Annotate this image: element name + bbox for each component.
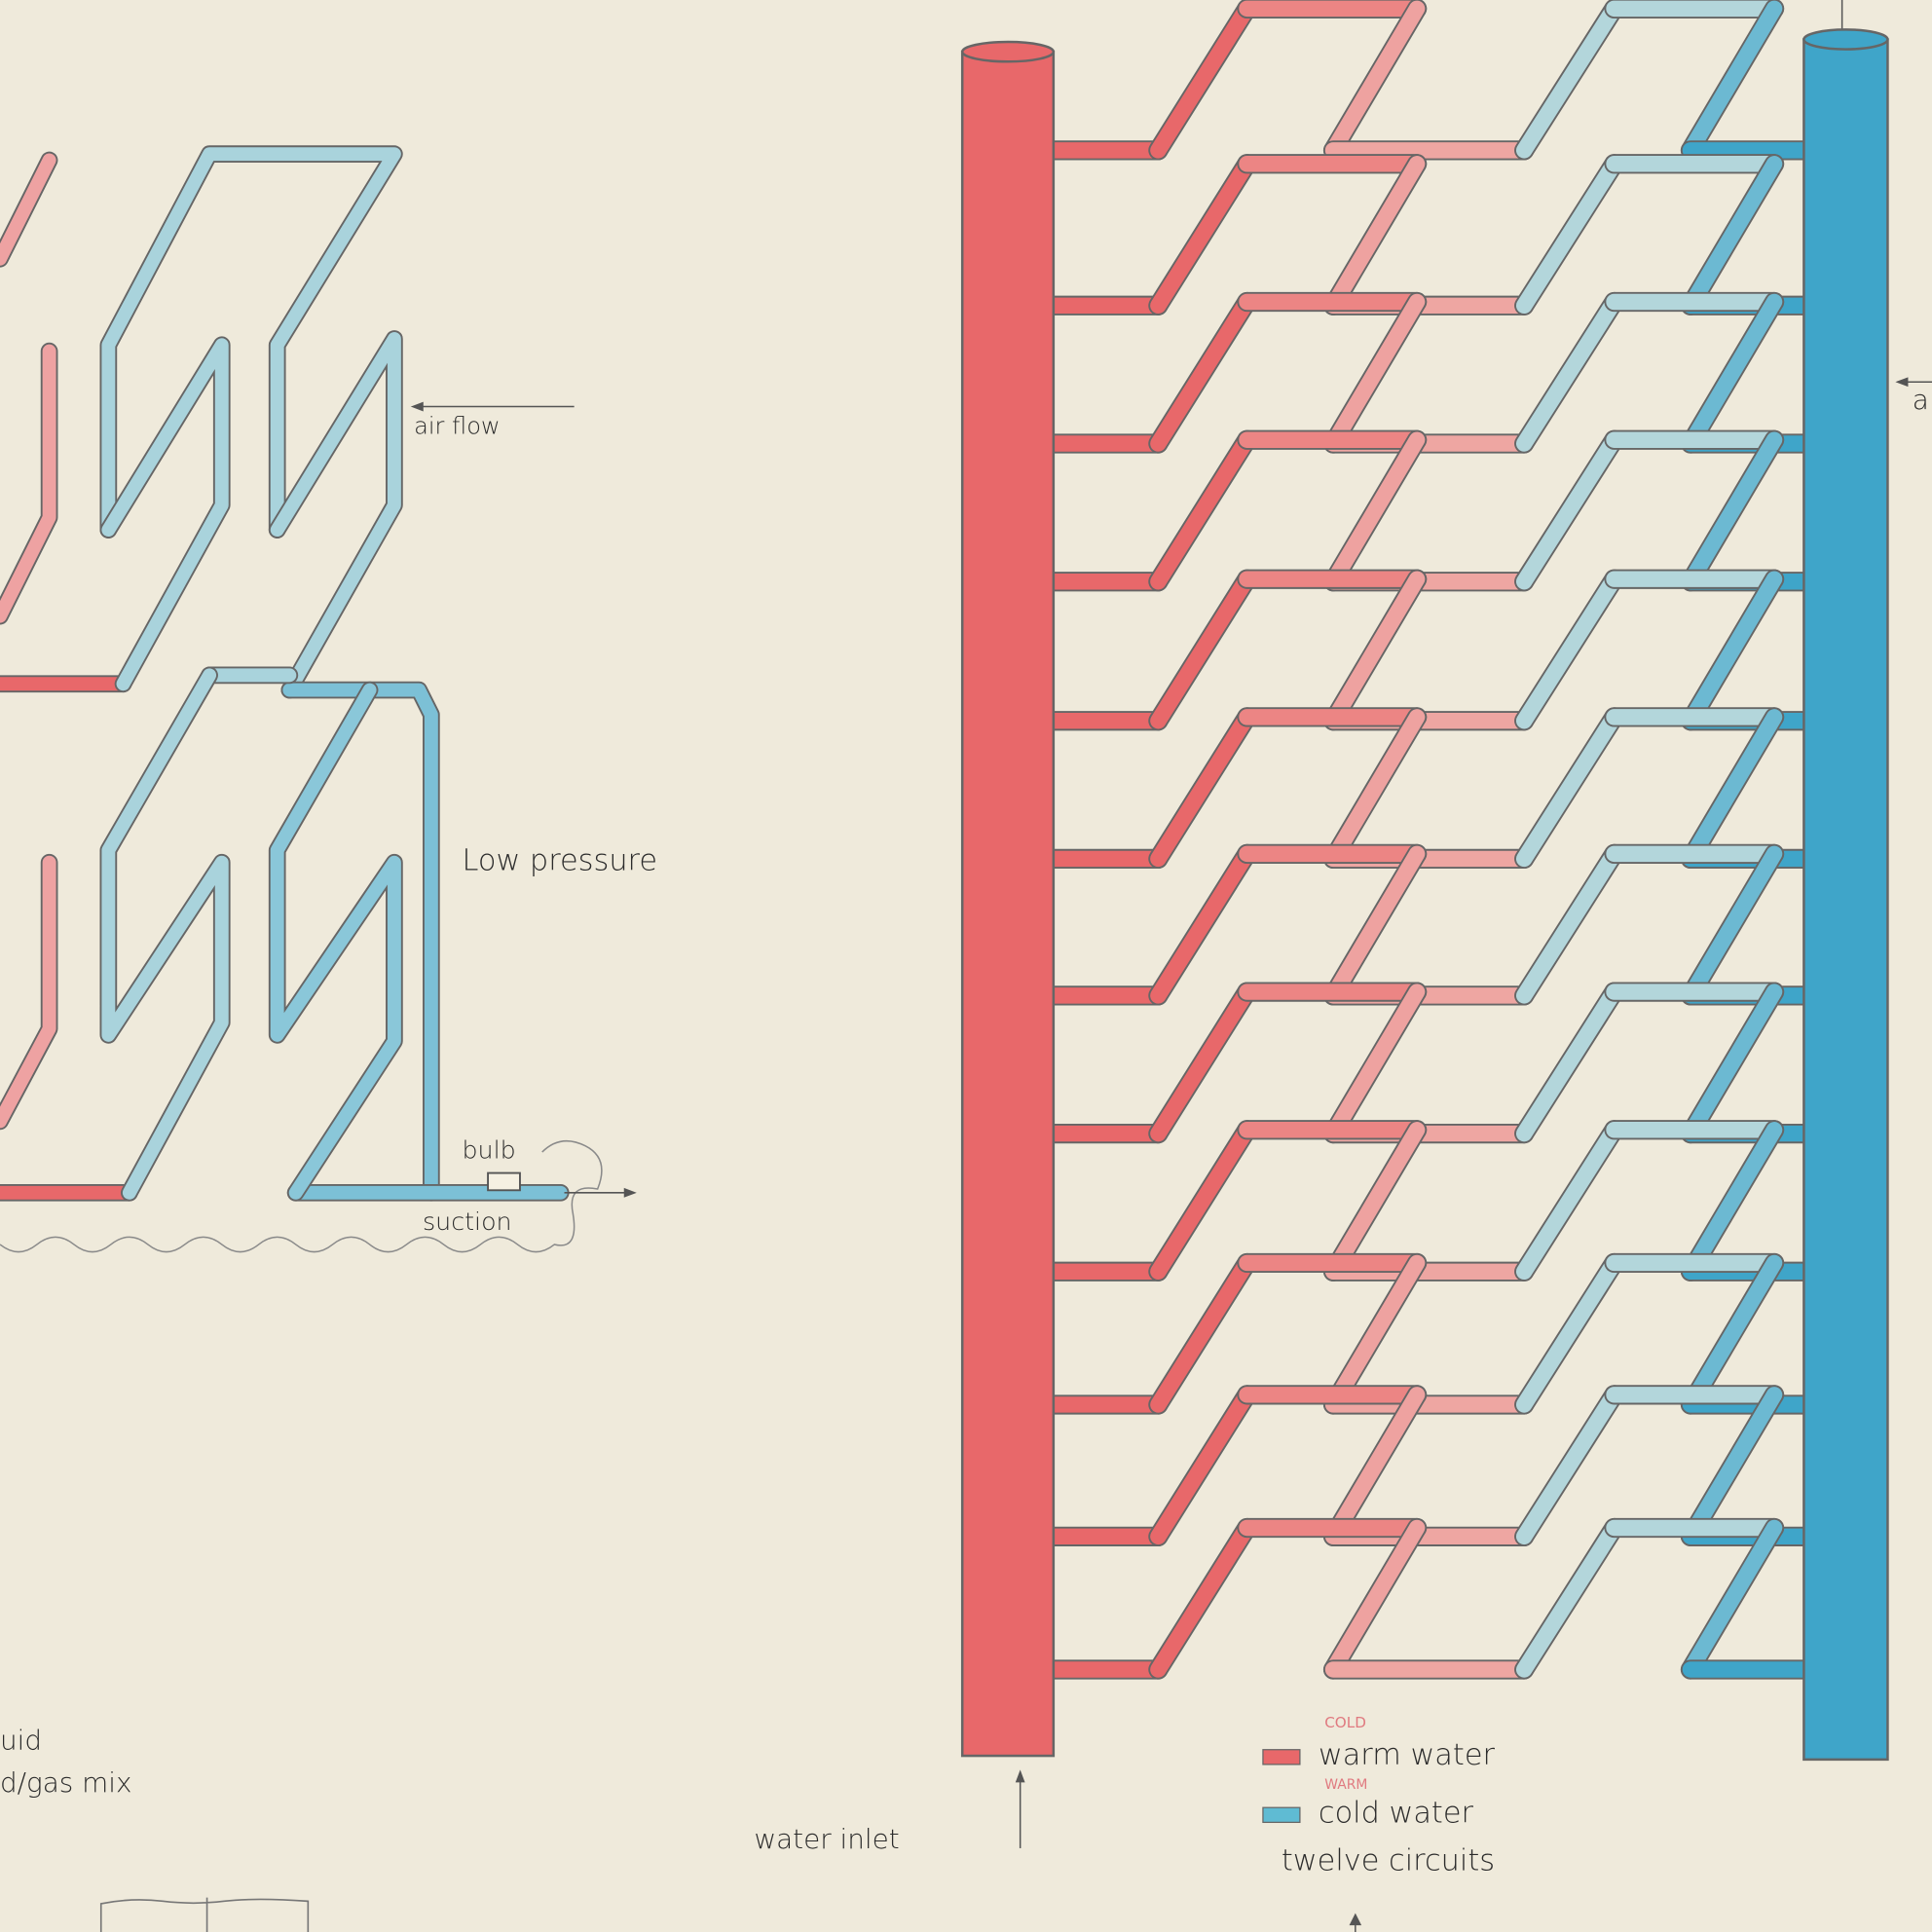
air-flow-arrowhead: [410, 401, 424, 412]
circuit-pipe: [1324, 1122, 1426, 1281]
coil-pipe: [282, 683, 438, 1200]
circuit-pipe: [1150, 1519, 1255, 1678]
circuit-pipe: [1515, 709, 1622, 868]
circuit-pipe: [1324, 709, 1426, 868]
coil-pipe: [101, 147, 401, 538]
legend-swatch-cold: [1262, 1806, 1301, 1824]
circuit-pipe: [1324, 845, 1426, 1004]
air-flow-label: air flow: [414, 412, 500, 439]
coil-pipe: [101, 668, 229, 1200]
circuit-pipe: [1515, 1519, 1622, 1678]
circuit-pipe: [1324, 1254, 1426, 1413]
circuit-pipe: [1324, 293, 1426, 452]
circuit-pipe: [1150, 1387, 1255, 1545]
circuit-pipe: [1515, 0, 1622, 159]
circuit-pipe: [1682, 984, 1783, 1142]
circuit-pipe: [1682, 0, 1783, 159]
circuit-pipe: [1515, 1122, 1622, 1281]
circuit-pipe: [1682, 709, 1783, 868]
legend-correction-cold: COLD: [1324, 1714, 1366, 1731]
circuit-pipe: [1150, 1254, 1255, 1413]
bulb-label: bulb: [462, 1135, 515, 1164]
circuit-pipe: [1150, 984, 1255, 1142]
circuit-pipe: [1324, 1519, 1426, 1678]
coil-pipe: [101, 338, 229, 691]
legend-caption: twelve circuits: [1282, 1844, 1495, 1878]
circuit-pipe: [1150, 709, 1255, 868]
circuit-pipe: [1515, 845, 1622, 1004]
circuit-pipe: [1515, 1387, 1622, 1545]
low-pressure-label: Low pressure: [462, 843, 657, 877]
circuit-pipe: [1324, 431, 1426, 590]
circuit-pipe: [1682, 845, 1783, 1004]
circuit-pipe: [1682, 431, 1783, 590]
circuit-pipe: [1515, 1254, 1622, 1413]
circuit-pipe: [1682, 1254, 1783, 1413]
circuit-pipe: [1324, 1387, 1426, 1545]
coil-pipe-outline: [280, 681, 440, 1202]
bulb-icon: [487, 1171, 521, 1192]
water-circuits: [1034, 0, 1822, 1680]
circuit-pipe: [1682, 293, 1783, 452]
circuit-pipe: [1682, 1387, 1783, 1545]
circuit-pipe: [1324, 0, 1426, 159]
warm-water-riser: [960, 50, 1056, 1758]
circuit-pipe: [1515, 571, 1622, 729]
circuit-pipe: [1515, 156, 1622, 315]
legend-label-cold: cold water: [1319, 1796, 1474, 1830]
right-edge-label: a: [1913, 384, 1929, 416]
circuit-pipe: [1682, 156, 1783, 315]
coil-pipe: [270, 332, 401, 697]
circuit-pipe: [1515, 293, 1622, 452]
circuit-pipe: [1682, 571, 1783, 729]
circuit-pipe: [1515, 431, 1622, 590]
circuit-pipe: [1324, 984, 1426, 1142]
bottom-arrowhead: [1349, 1913, 1362, 1926]
circuit-pipe: [1682, 1519, 1783, 1678]
right-air-arrowhead: [1895, 377, 1909, 388]
legend-label-warm: warm water: [1319, 1738, 1496, 1772]
liquid-label: uid: [0, 1725, 42, 1757]
coil-pipe: [270, 683, 401, 1200]
circuit-pipe: [1515, 984, 1622, 1142]
cold-water-riser-top: [1802, 28, 1889, 51]
circuit-pipe: [1150, 431, 1255, 590]
legend: COLD warm water WARM cold water twelve c…: [1262, 1714, 1496, 1878]
coil-pipe: [0, 344, 56, 623]
warm-water-riser-top: [960, 40, 1056, 63]
suction-label: suction: [423, 1208, 512, 1236]
circuit-pipe: [1150, 156, 1255, 315]
coil-pipe: [0, 153, 56, 266]
circuit-pipe: [1324, 156, 1426, 315]
circuit-pipe: [1682, 1122, 1783, 1281]
circuit-pipe: [1324, 571, 1426, 729]
coil-pipe: [0, 855, 56, 1129]
legend-swatch-warm: [1262, 1749, 1301, 1765]
circuit-pipe: [1150, 0, 1255, 159]
circuit-pipe: [1150, 293, 1255, 452]
circuit-pipe: [1150, 845, 1255, 1004]
evaporator-coil: [0, 145, 570, 1202]
legend-correction-warm: WARM: [1324, 1777, 1367, 1793]
water-inlet-label: water inlet: [754, 1823, 899, 1855]
suction-arrowhead: [623, 1187, 637, 1198]
coil-pipe-outline: [268, 330, 403, 699]
cold-water-riser: [1802, 38, 1889, 1762]
circuit-pipe: [1150, 571, 1255, 729]
water-inlet-arrowhead: [1015, 1769, 1025, 1783]
partial-box: [99, 1897, 310, 1932]
wavy-outline: [0, 1139, 603, 1253]
gas-mix-label: d/gas mix: [0, 1766, 131, 1799]
circuit-pipe: [1150, 1122, 1255, 1281]
